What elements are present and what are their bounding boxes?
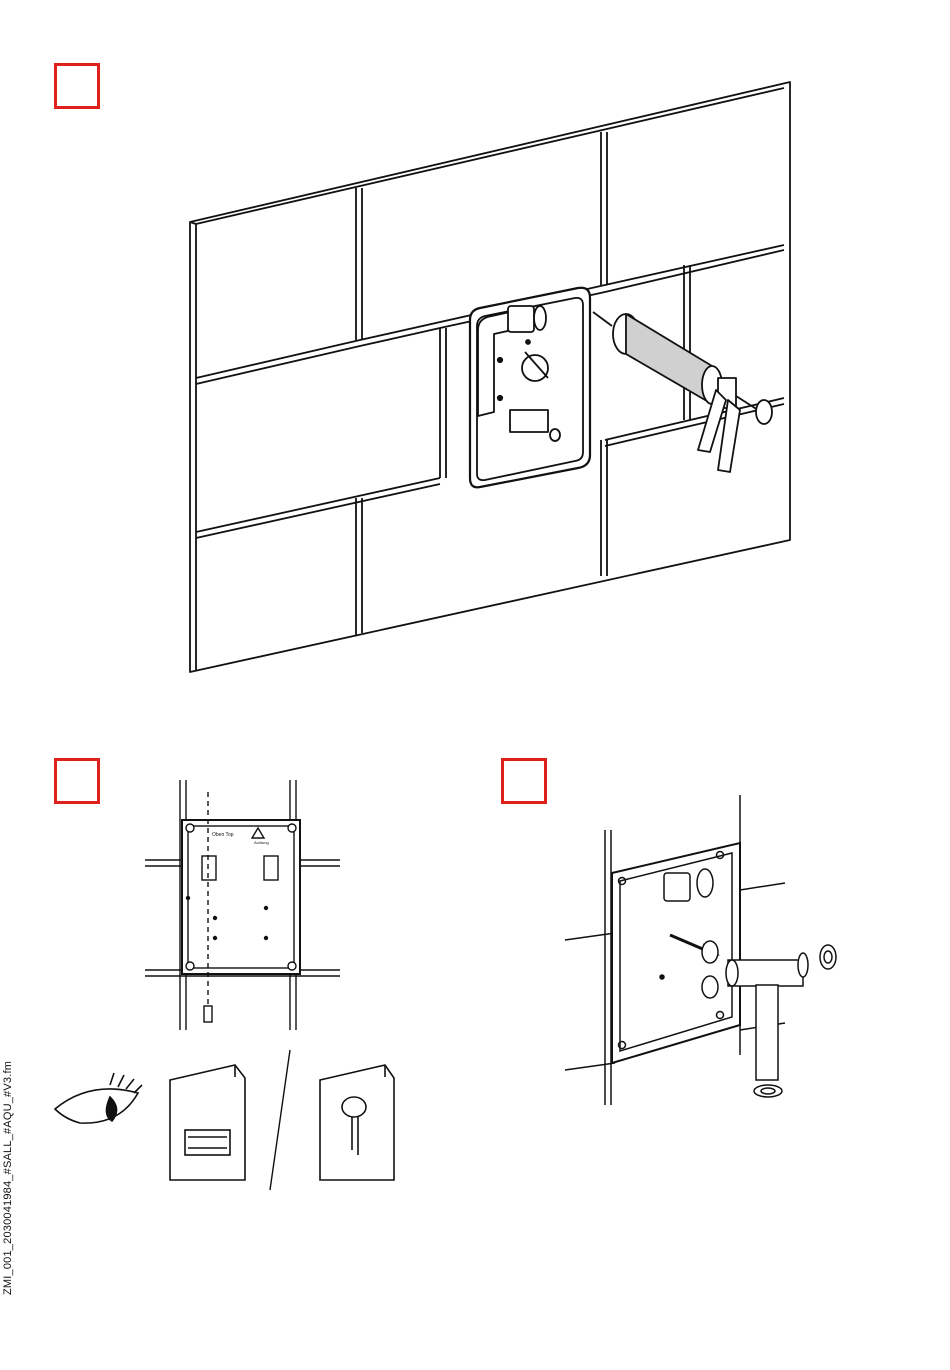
manual-booklet-icon	[170, 1065, 245, 1180]
flush-box-plate	[182, 820, 300, 974]
step-3-marker	[501, 758, 547, 804]
step-3-illustration	[560, 795, 850, 1115]
document-file-label: ZMI_001_2030041984_#SALL_#AQU_#V3.fm	[2, 1035, 14, 1295]
box-label-warning: Achtung	[254, 840, 269, 845]
power-supply-icon	[185, 1130, 230, 1155]
step-2-illustration: Oben Top Achtung	[140, 780, 350, 1040]
step-1-illustration	[0, 0, 950, 700]
manual-booklet-icon-2	[320, 1065, 394, 1180]
box-label-top: Oben Top	[212, 832, 234, 838]
eye-icon	[55, 1073, 142, 1123]
step-2-reference-row	[50, 1045, 410, 1195]
step-2-marker	[54, 758, 100, 804]
